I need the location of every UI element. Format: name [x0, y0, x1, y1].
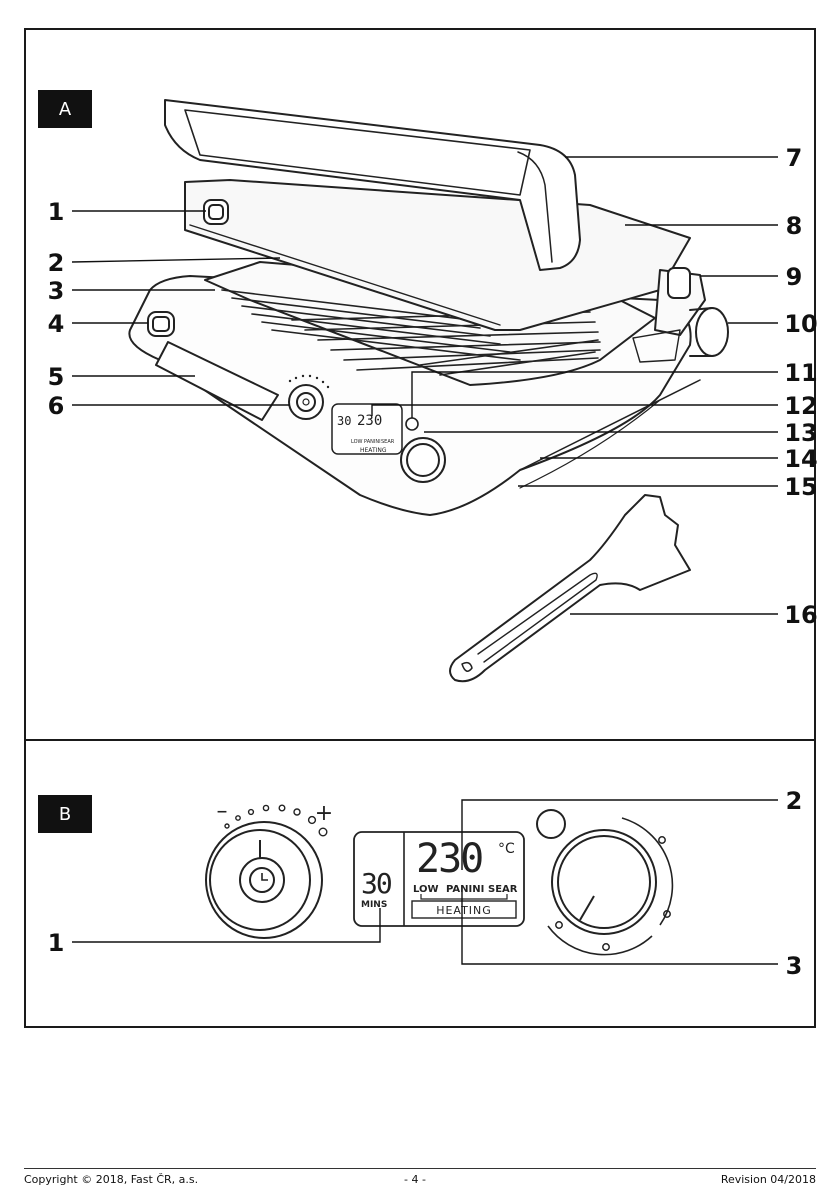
callout-a-7: 7 [786, 144, 803, 172]
timer-minus-label: – [217, 799, 228, 824]
callout-a-13: 13 [784, 419, 817, 447]
callout-a-11: 11 [784, 359, 817, 387]
callout-a-12: 12 [784, 392, 817, 420]
scraper-tool [450, 495, 690, 681]
timer-plus-label: + [315, 801, 333, 826]
callout-a-9: 9 [786, 263, 803, 291]
page-footer: Copyright © 2018, Fast ČR, a.s. - 4 - Re… [24, 1168, 816, 1173]
callout-b-3: 3 [786, 952, 803, 980]
display-time-unit: MINS [361, 900, 387, 910]
callout-a-16: 16 [784, 601, 817, 629]
callout-a-10: 10 [784, 310, 817, 338]
callout-a-1: 1 [48, 198, 65, 226]
footer-page-number: - 4 - [404, 1173, 426, 1186]
timer-dial-small [289, 385, 323, 419]
callout-a-15: 15 [784, 473, 817, 501]
footer-revision: Revision 04/2018 [721, 1173, 816, 1186]
temperature-dial [552, 830, 656, 934]
callout-a-2: 2 [48, 249, 65, 277]
display-temperature: 230 [416, 836, 482, 882]
display-status: HEATING [436, 904, 492, 917]
display-mode-low: LOW [413, 884, 439, 895]
mini-mode-sear: SEAR [381, 439, 395, 445]
callout-a-4: 4 [48, 310, 65, 338]
mini-mode-panini: PANINI [364, 439, 381, 445]
callout-a-3: 3 [48, 277, 65, 305]
callout-a-5: 5 [48, 363, 65, 391]
callout-a-8: 8 [786, 212, 803, 240]
mini-mode-low: LOW [351, 439, 363, 445]
indicator-light-small [406, 418, 418, 430]
footer-copyright: Copyright © 2018, Fast ČR, a.s. [24, 1173, 198, 1186]
callout-b-1: 1 [48, 929, 65, 957]
mini-temperature: 230 [357, 413, 382, 429]
mini-status: HEATING [360, 447, 387, 454]
lid-release-button [204, 200, 228, 224]
callout-a-6: 6 [48, 392, 65, 420]
display-time: 30 [361, 867, 392, 900]
display-mode-sear: SEAR [488, 884, 518, 895]
indicator-light [537, 810, 565, 838]
display-temperature-unit: °C [498, 841, 515, 857]
mini-time: 30 [337, 414, 351, 428]
display-mode-panini: PANINI [446, 884, 484, 895]
timer-dial-markers [225, 805, 327, 836]
callout-b-2: 2 [786, 787, 803, 815]
callout-a-14: 14 [784, 445, 817, 473]
power-button [148, 312, 174, 336]
height-knob [696, 308, 728, 356]
